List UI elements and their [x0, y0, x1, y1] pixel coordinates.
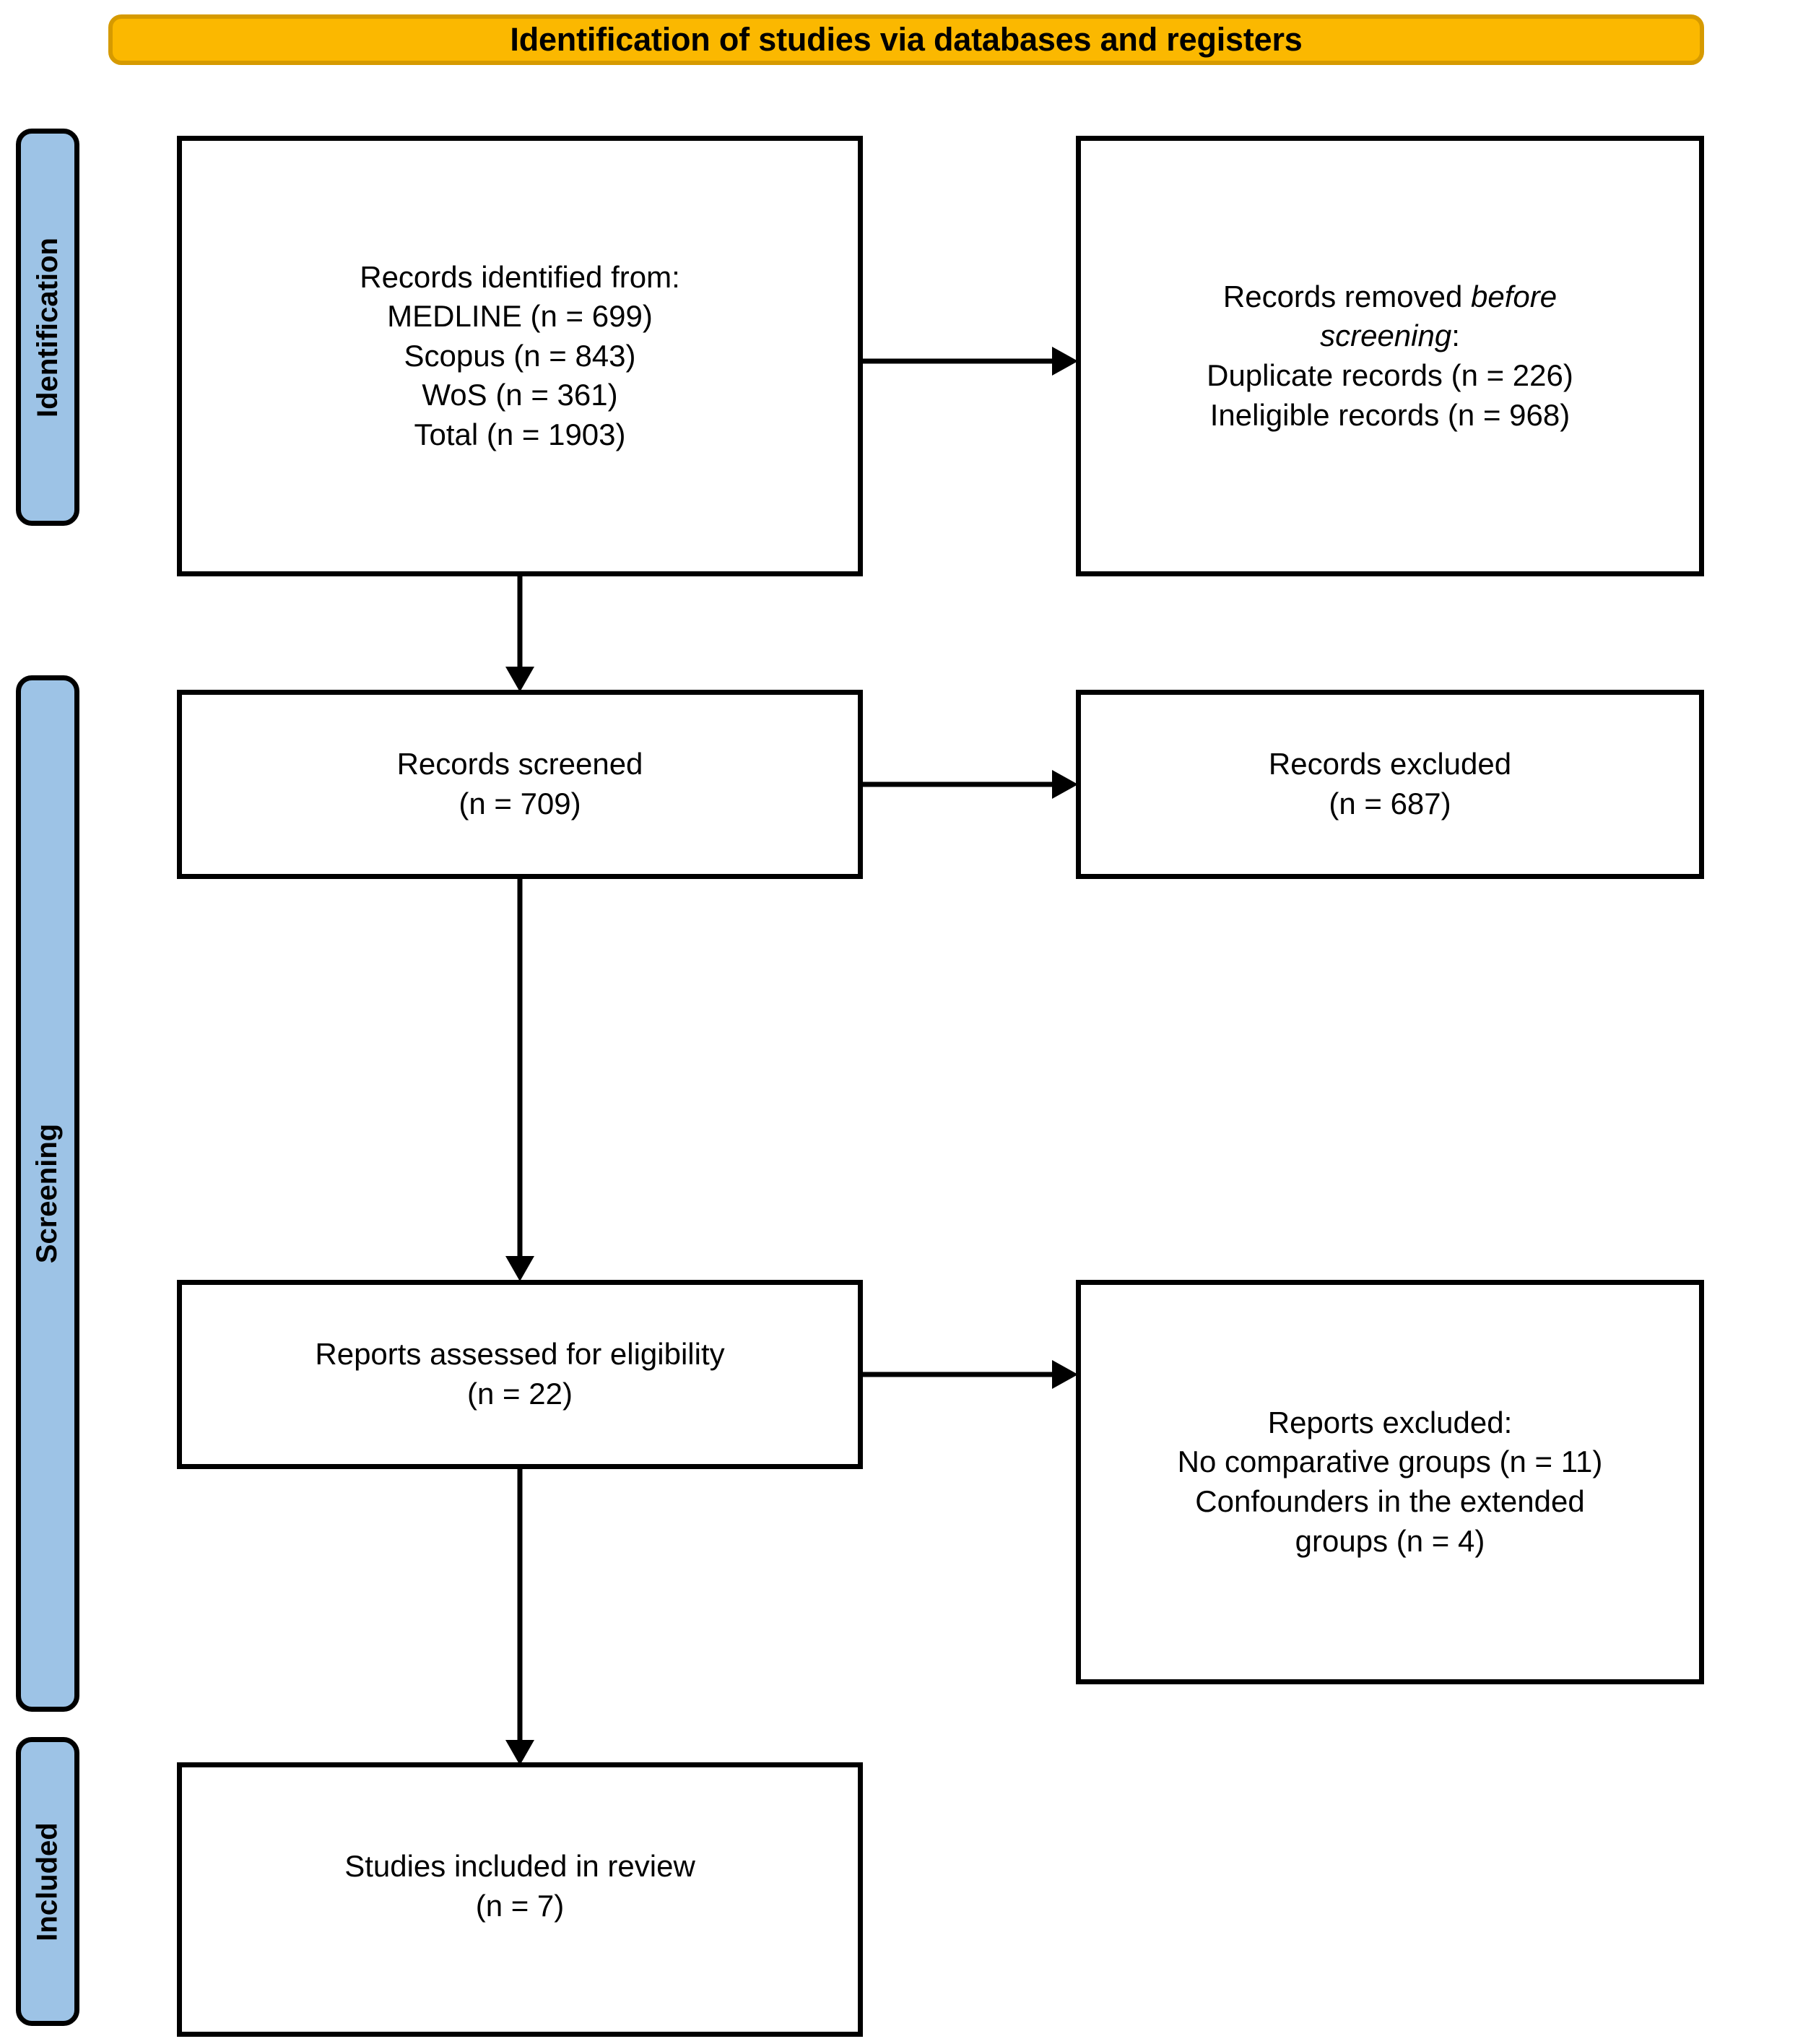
box-records-excluded: Records excluded (n = 687): [1076, 690, 1704, 879]
records-removed-line-3: Duplicate records (n = 226): [1207, 358, 1573, 392]
records-removed-line-2: screening:: [1207, 316, 1573, 356]
records-identified-line-5: Total (n = 1903): [414, 417, 626, 451]
box-studies-included-text: Studies included in review (n = 7): [334, 1767, 705, 1926]
header-banner: Identification of studies via databases …: [108, 14, 1704, 65]
arrow-eligibility-to-reports-excluded: [863, 1353, 1079, 1396]
included-line-1: Studies included in review: [344, 1849, 695, 1883]
stage-label-screening-text: Screening: [31, 1123, 64, 1264]
records-removed-line-4: Ineligible records (n = 968): [1209, 397, 1570, 432]
records-identified-line-1: Records identified from:: [360, 259, 680, 294]
arrow-identified-to-screened: [498, 574, 542, 693]
records-removed-prefix: Records removed: [1222, 279, 1472, 313]
reports-excluded-line-4: groups (n = 4): [1295, 1523, 1485, 1558]
box-records-excluded-text: Records excluded (n = 687): [1259, 745, 1521, 823]
records-excluded-line-1: Records excluded: [1268, 747, 1512, 781]
box-reports-assessed-text: Reports assessed for eligibility (n = 22…: [305, 1335, 734, 1413]
records-screened-line-1: Records screened: [396, 747, 643, 781]
box-reports-assessed-for-eligibility: Reports assessed for eligibility (n = 22…: [177, 1280, 863, 1469]
arrow-identified-to-removed: [863, 339, 1079, 383]
reports-excluded-line-3: Confounders in the extended: [1195, 1484, 1585, 1518]
records-excluded-line-2: (n = 687): [1329, 787, 1451, 820]
box-reports-excluded: Reports excluded: No comparative groups …: [1076, 1280, 1704, 1684]
stage-label-screening: Screening: [16, 675, 79, 1712]
box-records-identified: Records identified from: MEDLINE (n = 69…: [177, 136, 863, 576]
records-removed-colon: :: [1451, 319, 1460, 353]
stage-label-identification: Identification: [16, 129, 79, 526]
box-studies-included-in-review: Studies included in review (n = 7): [177, 1762, 863, 2037]
box-records-removed-text: Records removed before screening: Duplic…: [1196, 277, 1583, 435]
records-removed-italic-before: before: [1471, 279, 1557, 313]
stage-label-included-text: Included: [31, 1822, 64, 1941]
box-records-removed: Records removed before screening: Duplic…: [1076, 136, 1704, 576]
box-reports-excluded-text: Reports excluded: No comparative groups …: [1168, 1403, 1613, 1561]
stage-label-identification-text: Identification: [31, 237, 64, 417]
records-screened-line-2: (n = 709): [459, 787, 581, 820]
box-records-screened: Records screened (n = 709): [177, 690, 863, 879]
stage-label-included: Included: [16, 1737, 79, 2026]
arrow-eligibility-to-included: [498, 1467, 542, 1767]
reports-excluded-line-1: Reports excluded:: [1267, 1405, 1513, 1439]
page-title: Identification of studies via databases …: [510, 21, 1303, 58]
records-identified-line-3: Scopus (n = 843): [404, 338, 636, 373]
box-records-screened-text: Records screened (n = 709): [387, 745, 653, 823]
records-removed-line-1: Records removed before: [1207, 277, 1573, 317]
included-line-2: (n = 7): [475, 1888, 565, 1923]
records-identified-line-4: WoS (n = 361): [422, 378, 618, 412]
records-removed-italic-screening: screening: [1320, 319, 1452, 353]
records-identified-line-2: MEDLINE (n = 699): [387, 299, 653, 334]
arrow-screened-to-records-excluded: [863, 763, 1079, 806]
eligibility-line-1: Reports assessed for eligibility: [315, 1337, 725, 1372]
arrow-screened-to-eligibility: [498, 877, 542, 1283]
eligibility-line-2: (n = 22): [467, 1377, 573, 1411]
reports-excluded-line-2: No comparative groups (n = 11): [1177, 1445, 1603, 1479]
box-records-identified-text: Records identified from: MEDLINE (n = 69…: [349, 258, 690, 455]
